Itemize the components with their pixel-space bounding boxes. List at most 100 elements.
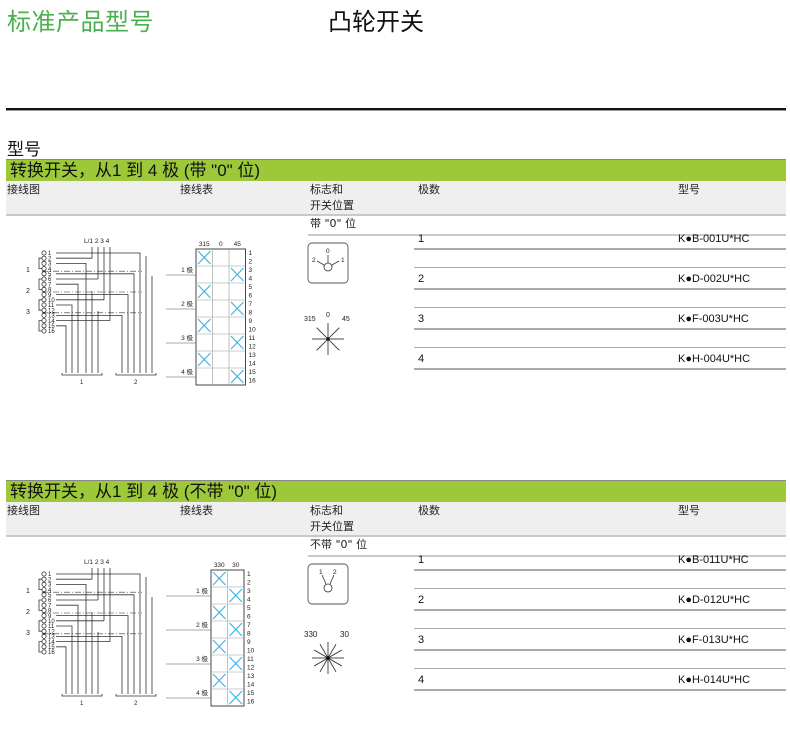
wire [56, 604, 79, 694]
contact-cross [197, 352, 211, 367]
poles-value: 1 [418, 233, 425, 245]
terminal-label: 12 [48, 629, 55, 635]
terminal-label: 2 [48, 256, 52, 262]
bus-label: 1 [80, 380, 84, 386]
terminal-circle [41, 286, 47, 292]
star-ray [327, 327, 340, 340]
terminal-label: 14 [48, 319, 55, 325]
star-ray [316, 327, 329, 340]
terminal-circle [41, 613, 47, 619]
contact-number: 9 [249, 318, 253, 325]
contact-number: 7 [249, 301, 253, 308]
star-ray [316, 338, 329, 351]
wire [56, 304, 73, 373]
contact-number: 12 [249, 344, 257, 351]
terminal-circle [41, 292, 47, 298]
contact-number: 15 [247, 690, 255, 697]
terminal-circle [41, 576, 47, 582]
poles-value: 3 [418, 634, 425, 646]
contact-number: 12 [247, 665, 255, 672]
poles-value: 1 [418, 554, 425, 566]
contact-number: 6 [247, 614, 251, 621]
terminal-label: 9 [48, 293, 52, 299]
star-ray [313, 657, 329, 667]
contact-cross [212, 605, 226, 620]
contact-cross [197, 318, 211, 333]
terminal-circle [41, 644, 47, 650]
terminal-circle [41, 297, 47, 303]
contact-cross [212, 571, 226, 586]
terminal-label: 6 [48, 277, 52, 283]
contact-number: 8 [249, 310, 253, 317]
terminal-label: 11 [48, 624, 55, 630]
wire [56, 594, 135, 694]
contact-number: 5 [247, 605, 251, 612]
zero-position-subheader: 带 "0" 位 [308, 216, 786, 236]
terminal-circle [41, 302, 47, 308]
model-value: K●B-001U*HC [678, 233, 750, 245]
pole-label: 1 极 [181, 265, 193, 274]
model-value: K●H-014U*HC [678, 674, 751, 686]
pole-label: 4 极 [181, 367, 193, 376]
terminal-label: 1 [48, 251, 52, 257]
position-label: 330 [214, 562, 225, 569]
pole-label: 4 极 [196, 688, 208, 697]
contact-number: 15 [249, 369, 257, 376]
dial-pointer [329, 574, 335, 585]
model-value: K●D-002U*HC [678, 273, 751, 285]
wire [56, 283, 79, 373]
bus-bracket [115, 694, 157, 697]
contact-cross [230, 301, 244, 316]
terminal-circle [41, 592, 47, 598]
wire [56, 294, 129, 373]
row-divider [414, 248, 786, 250]
contact-number: 14 [247, 682, 255, 689]
terminal-circle [41, 602, 47, 608]
terminal-circle [41, 328, 47, 334]
position-label: 30 [232, 562, 240, 569]
terminal-label: 2 [48, 577, 52, 583]
contact-number: 13 [247, 673, 255, 680]
terminal-circle [41, 312, 47, 318]
row-divider [414, 569, 786, 571]
terminal-circle [41, 639, 47, 645]
bridge-line [38, 320, 42, 332]
star-label: 30 [340, 630, 349, 639]
contact-cross [197, 250, 211, 265]
bus-label: 2 [134, 701, 138, 707]
star-label: 315 [304, 316, 316, 323]
section-title-bar: 转换开关，从1 到 4 极 (不带 "0" 位) [6, 480, 786, 502]
star-ray [327, 643, 337, 659]
bridge-line [38, 599, 42, 611]
terminal-label: 16 [48, 329, 55, 335]
star-ray [313, 649, 329, 659]
bus-bracket [115, 373, 157, 376]
position-label: 0 [219, 241, 223, 248]
star-ray [319, 657, 329, 673]
model-value: K●H-004U*HC [678, 353, 751, 365]
terminal-label: 11 [48, 303, 55, 309]
wire [56, 625, 73, 694]
wire [56, 573, 141, 694]
terminal-label: 15 [48, 324, 55, 330]
contact-number: 5 [249, 284, 253, 291]
group-label: 2 [26, 609, 30, 616]
star-center [326, 337, 330, 341]
contact-number: 10 [249, 327, 257, 334]
star-ray [327, 657, 343, 667]
terminal-header: L/1 2 3 4 [84, 238, 110, 245]
contact-cross [230, 369, 244, 384]
terminal-label: 8 [48, 288, 52, 294]
terminal-circle [41, 318, 47, 324]
terminal-circle [41, 571, 47, 577]
contact-number: 3 [249, 267, 253, 274]
dial-pointer [331, 260, 340, 266]
contact-number: 11 [247, 656, 254, 663]
terminal-label: 4 [48, 267, 52, 273]
terminal-circle [41, 260, 47, 266]
col-model: 型号 [678, 183, 700, 196]
dial-label: 2 [312, 257, 316, 264]
